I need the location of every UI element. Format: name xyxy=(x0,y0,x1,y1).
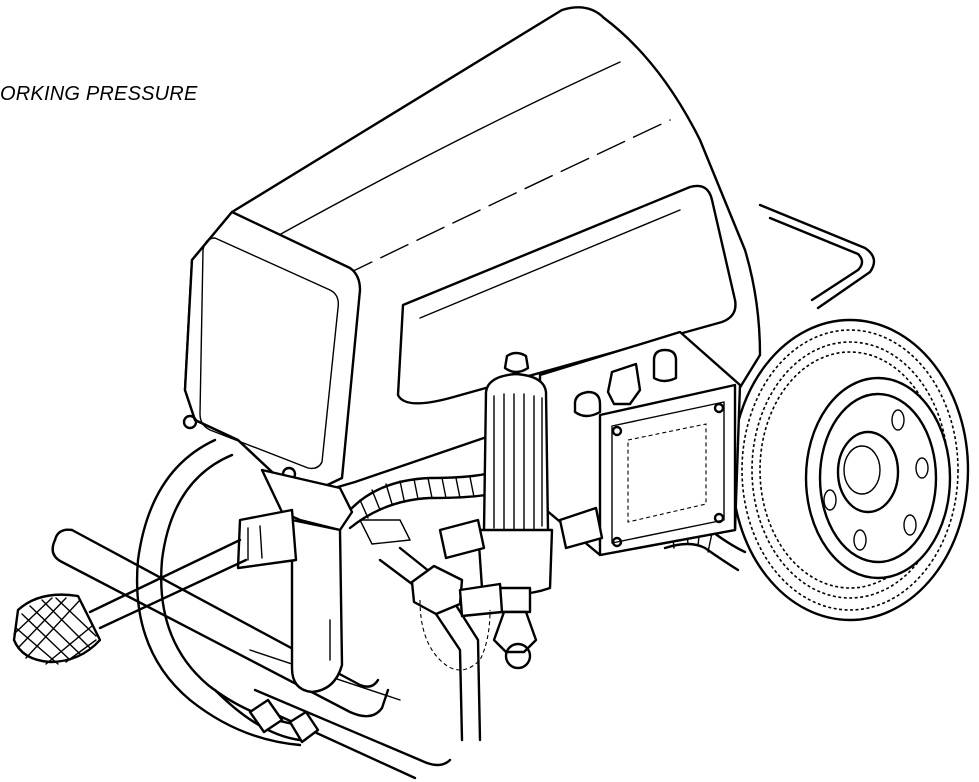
control-box xyxy=(538,330,742,557)
suction-hose-loop xyxy=(135,438,302,747)
working-pressure-caption: ORKING PRESSURE xyxy=(0,83,198,105)
suction-tube-strainer xyxy=(12,538,248,665)
rear-cart-handle xyxy=(758,203,876,310)
pump-fluid-section xyxy=(236,468,354,694)
fittings-and-chain xyxy=(359,506,604,671)
filter-canister xyxy=(476,351,554,670)
cart-wheel xyxy=(730,318,970,622)
cart-frame xyxy=(51,528,482,780)
